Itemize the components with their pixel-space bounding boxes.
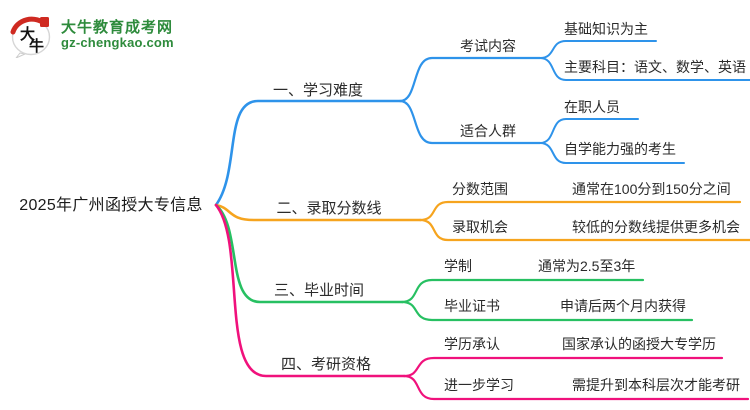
exam-content-fork-lower	[539, 57, 750, 81]
leaf-admission-chance-value: 较低的分数线提供更多机会	[572, 219, 740, 235]
svg-text:牛: 牛	[29, 37, 44, 55]
branch-4-connector	[214, 203, 406, 378]
leaf-degree-recognition-value: 国家承认的函授大专学历	[562, 336, 716, 352]
node-schooling-length: 学制	[444, 258, 472, 274]
branch-1-fork-upper	[398, 56, 542, 103]
branch-1-label: 一、学习难度	[272, 82, 363, 99]
branch-2-fork-lower	[418, 218, 750, 242]
logo-title: 大牛教育成考网	[61, 18, 174, 36]
branch-3-connector	[214, 203, 404, 304]
leaf-score-range-value: 通常在100分到150分之间	[572, 181, 731, 197]
suitable-group-fork-lower	[539, 142, 685, 164]
leaf-main-subjects: 主要科目：语文、数学、英语	[564, 59, 746, 75]
branch-3-fork-lower	[400, 300, 694, 322]
branch-2-fork-upper	[418, 200, 742, 222]
node-suitable-group: 适合人群	[460, 123, 516, 139]
branch-4-label: 四、考研资格	[280, 356, 371, 373]
leaf-further-study-value: 需提升到本科层次才能考研	[572, 377, 740, 393]
logo-subtitle: gz-chengkao.com	[61, 35, 174, 51]
branch-1-connector	[214, 99, 402, 207]
node-degree-recognition: 学历承认	[444, 336, 500, 352]
branch-3-fork-upper	[400, 278, 645, 304]
logo-text-block: 大牛教育成考网 gz-chengkao.com	[61, 19, 174, 51]
leaf-employed-people: 在职人员	[564, 99, 620, 115]
leaf-self-learners: 自学能力强的考生	[564, 141, 676, 157]
svg-text:大: 大	[20, 25, 35, 43]
branch-2-connector	[214, 203, 422, 222]
node-admission-chance: 录取机会	[452, 219, 508, 235]
exam-content-fork-upper	[539, 40, 657, 59]
site-logo: 大 牛 大牛教育成考网 gz-chengkao.com	[10, 12, 174, 58]
branch-4-fork-lower	[402, 374, 750, 401]
branch-3-label: 三、毕业时间	[273, 282, 364, 299]
leaf-diploma-value: 申请后两个月内获得	[560, 298, 686, 314]
daniu-logo-icon: 大 牛	[10, 16, 51, 58]
branch-1-fork-lower	[398, 99, 542, 145]
node-exam-content: 考试内容	[460, 38, 516, 54]
node-score-range: 分数范围	[452, 181, 508, 197]
node-diploma: 毕业证书	[444, 298, 500, 314]
suitable-group-fork-upper	[539, 118, 639, 144]
leaf-schooling-length-value: 通常为2.5至3年	[538, 258, 636, 274]
branch-4-fork-upper	[402, 356, 724, 378]
leaf-basic-knowledge: 基础知识为主	[564, 21, 648, 37]
node-further-study: 进一步学习	[444, 377, 514, 393]
mindmap-root-label: 2025年广州函授大专信息	[19, 197, 203, 214]
branch-2-label: 二、录取分数线	[276, 200, 382, 217]
